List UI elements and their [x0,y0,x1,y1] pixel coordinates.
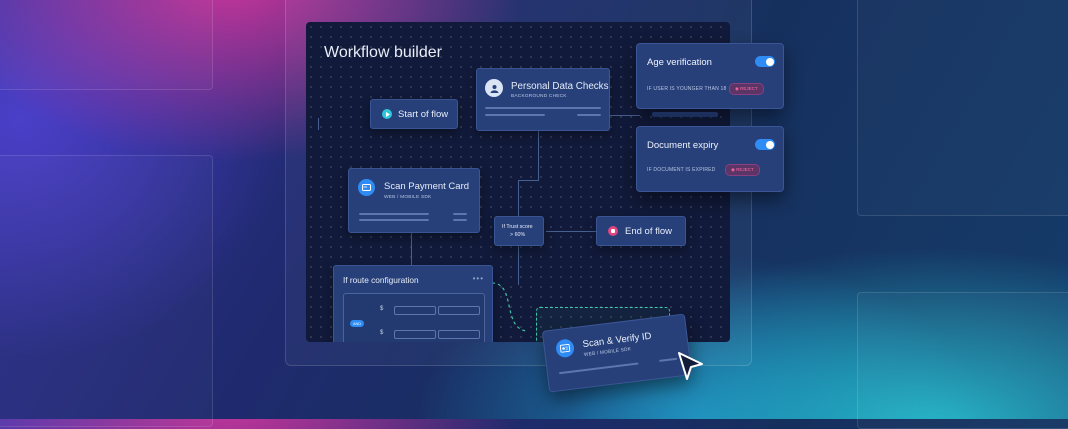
page-title: Workflow builder [324,44,442,62]
more-options-icon[interactable]: ••• [473,274,484,283]
background-panel [857,0,1068,216]
node-label: If route configuration [343,275,419,285]
connector-line [546,231,596,232]
placeholder-bar [359,219,429,221]
card-condition: IF USER IS YOUNGER THAN 18 [647,86,726,92]
placeholder-bar [453,213,467,215]
connector-line [411,229,412,265]
placeholder-bar [359,213,429,215]
node-label: Scan Payment Card [384,181,469,192]
placeholder-bar [659,358,677,362]
age-verification-card[interactable]: Age verification IF USER IS YOUNGER THAN… [636,43,784,109]
cursor-icon [676,350,706,384]
placeholder-bar [485,107,601,109]
condition-icon: $ [380,330,383,336]
card-shadow-bar [652,112,718,117]
id-card-icon [555,338,575,358]
node-label: End of flow [625,226,672,237]
start-node[interactable]: Start of flow [370,99,458,129]
node-sublabel: WEB / MOBILE SDK [384,195,431,200]
reject-badge: ◉ REJECT [729,83,764,95]
node-label: Scan & Verify ID [582,331,652,350]
placeholder-bar [577,114,601,116]
trust-score-condition[interactable]: If Trust score > 60% [494,216,544,246]
condition-field[interactable] [394,306,436,315]
stop-icon [608,226,618,236]
and-badge[interactable]: AND [350,320,364,327]
condition-field[interactable] [394,330,436,339]
age-verification-toggle[interactable] [755,56,775,67]
placeholder-bar [453,219,467,221]
card-icon [358,179,375,196]
background-panel [0,0,213,90]
card-title: Age verification [647,57,712,68]
connector-line [538,130,539,180]
placeholder-bar [559,362,639,374]
condition-line: If Trust score [502,224,533,230]
person-icon [485,79,503,97]
personal-data-node[interactable]: Personal Data Checks BACKGROUND CHECK [476,68,610,131]
condition-group: AND $ $ [343,293,485,342]
reject-badge: ◉ REJECT [725,164,760,176]
node-label: Start of flow [398,109,448,120]
background-panel [857,292,1068,429]
connector-line [518,180,519,216]
node-sublabel: BACKGROUND CHECK [511,94,567,99]
condition-field[interactable] [438,330,480,339]
scan-payment-card-node[interactable]: Scan Payment Card WEB / MOBILE SDK [348,168,480,233]
connector-line [518,180,539,181]
route-config-node[interactable]: If route configuration ••• AND $ $ [333,265,493,342]
start-icon [382,109,392,119]
card-condition: IF DOCUMENT IS EXPIRED [647,167,715,173]
document-expiry-card[interactable]: Document expiry IF DOCUMENT IS EXPIRED ◉… [636,126,784,192]
document-expiry-toggle[interactable] [755,139,775,150]
connector-line [318,118,319,130]
condition-icon: $ [380,306,383,312]
placeholder-bar [485,114,545,116]
background-panel [0,155,213,427]
node-label: Personal Data Checks [511,81,608,92]
card-title: Document expiry [647,140,718,151]
condition-line: > 60% [510,232,525,238]
end-node[interactable]: End of flow [596,216,686,246]
condition-field[interactable] [438,306,480,315]
